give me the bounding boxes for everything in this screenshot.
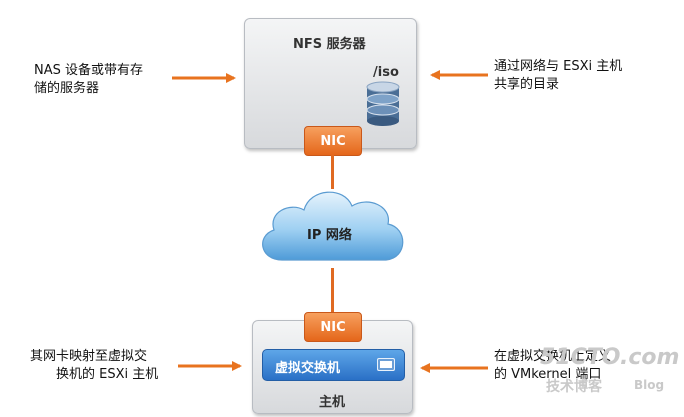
nfs-server-title: NFS 服务器 bbox=[293, 37, 366, 52]
watermark-site: 51CTO.com bbox=[540, 345, 680, 370]
host-nic: NIC bbox=[304, 312, 362, 342]
note-vmkernel-port: 在虚拟交换机上定义 的 VMkernel 端口 bbox=[494, 349, 612, 382]
watermark-sub: 技术博客 bbox=[546, 379, 602, 395]
database-icon bbox=[366, 81, 400, 126]
vmkernel-port-icon bbox=[377, 358, 395, 371]
virtual-switch-label: 虚拟交换机 bbox=[275, 361, 341, 376]
note-shared-directory: 通过网络与 ESXi 主机 共享的目录 bbox=[494, 59, 623, 92]
network-label: IP 网络 bbox=[307, 228, 352, 243]
link-server-network bbox=[331, 155, 334, 189]
cloud-icon bbox=[262, 191, 404, 261]
iso-share-label: /iso bbox=[373, 65, 399, 80]
host-title: 主机 bbox=[319, 395, 346, 410]
virtual-switch: 虚拟交换机 bbox=[262, 349, 405, 381]
watermark-blog: Blog bbox=[634, 378, 665, 392]
nfs-server-nic: NIC bbox=[304, 126, 362, 156]
note-esxi-host: 其网卡映射至虚拟交 换机的 ESXi 主机 bbox=[30, 349, 159, 382]
note-nas-device: NAS 设备或带有存 储的服务器 bbox=[34, 63, 144, 96]
link-network-host bbox=[331, 268, 334, 314]
